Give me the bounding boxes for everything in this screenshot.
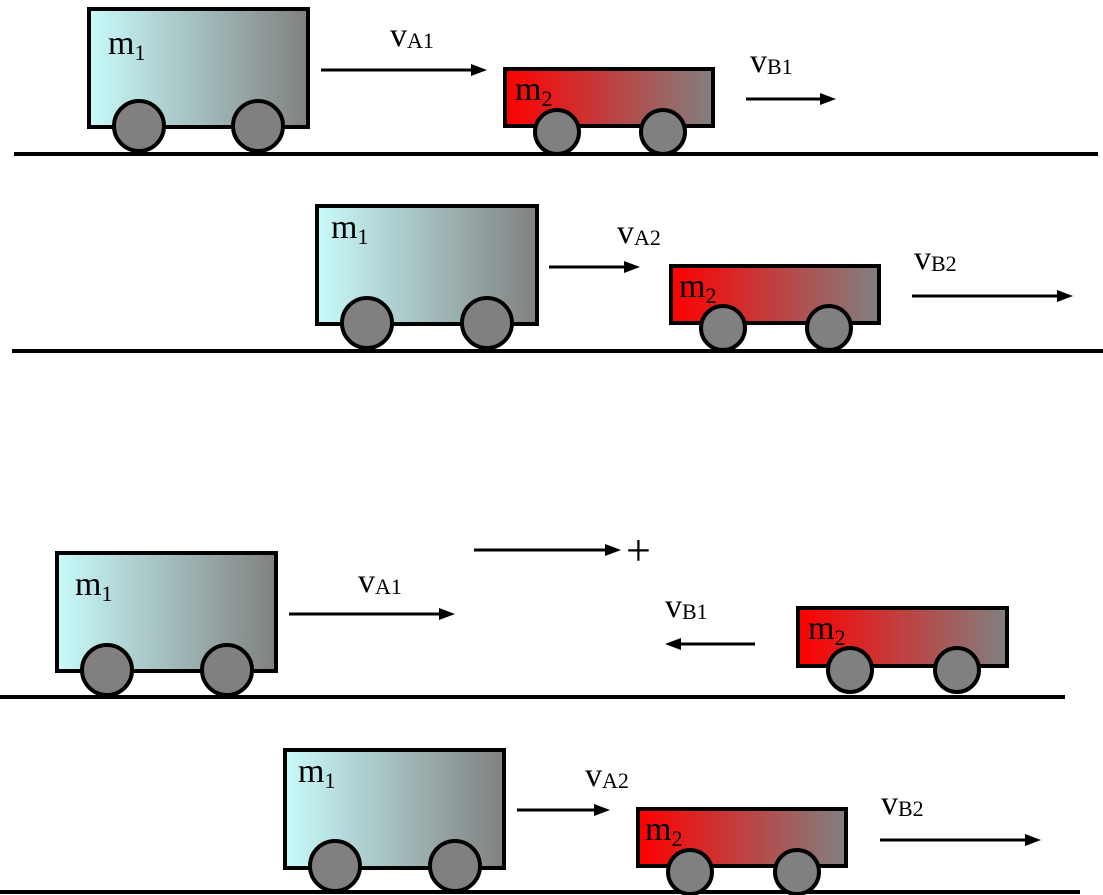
cart-a: m1 [315, 204, 539, 350]
velocity-b-label: vB1 [750, 43, 793, 80]
cart-a: m1 [55, 551, 278, 697]
scene-1-before-collision-same-direction: m1 vA1 m2 vB1 [14, 7, 1098, 156]
velocity-b-arrow: vB1 [665, 588, 755, 650]
cart-b-mass-label: m2 [645, 811, 682, 851]
cart-a-mass-label: m1 [331, 209, 368, 249]
cart-a: m1 [283, 748, 506, 893]
wheel [460, 296, 514, 350]
cart-b: m2 [636, 807, 848, 895]
wheel [200, 643, 254, 697]
wheel [428, 839, 482, 893]
velocity-a-arrow: vA2 [517, 757, 629, 816]
velocity-a-label: vA2 [617, 214, 661, 251]
wheel [639, 108, 687, 156]
cart-b: m2 [669, 264, 881, 352]
cart-b-mass-label: m2 [515, 71, 552, 111]
cart-a: m1 [87, 7, 310, 153]
wheel [231, 99, 285, 153]
wheel [826, 646, 874, 694]
cart-a-mass-label: m1 [298, 753, 335, 793]
cart-a-mass-label: m1 [75, 566, 112, 606]
velocity-b-arrow: vB1 [746, 43, 836, 105]
wheel [805, 304, 853, 352]
velocity-a-arrow: vA2 [549, 214, 661, 273]
velocity-a-label: vA1 [390, 17, 434, 54]
wheel [533, 108, 581, 156]
velocity-b-arrow: vB2 [912, 240, 1073, 302]
wheel [308, 839, 362, 893]
cart-a-mass-label: m1 [108, 25, 145, 65]
cart-b-mass-label: m2 [808, 610, 845, 650]
velocity-a-arrow: vA1 [289, 563, 455, 620]
velocity-a-arrow: vA1 [321, 17, 487, 76]
cart-b: m2 [503, 67, 715, 156]
wheel [773, 848, 821, 895]
velocity-b-label: vB2 [914, 240, 957, 277]
wheel [933, 646, 981, 694]
positive-direction-sign: + [626, 526, 651, 575]
velocity-a-label: vA2 [585, 757, 629, 794]
wheel [80, 643, 134, 697]
velocity-b-label: vB1 [665, 588, 708, 625]
velocity-a-label: vA1 [358, 563, 402, 600]
wheel [666, 848, 714, 895]
wheel [699, 304, 747, 352]
velocity-b-label: vB2 [881, 785, 924, 822]
scene-3-before-collision-opposite-direction: + m1 vA1 vB1 m2 [0, 526, 1065, 699]
cart-b-mass-label: m2 [679, 268, 716, 308]
wheel [340, 296, 394, 350]
scene-4-after-collision-opposite-direction: m1 vA2 m2 vB2 [0, 748, 1080, 895]
wheel [112, 99, 166, 153]
velocity-b-arrow: vB2 [880, 785, 1041, 846]
scene-2-after-collision-same-direction: m1 vA2 m2 vB2 [12, 204, 1103, 353]
positive-direction-indicator: + [474, 526, 651, 575]
cart-b: m2 [796, 606, 1009, 694]
